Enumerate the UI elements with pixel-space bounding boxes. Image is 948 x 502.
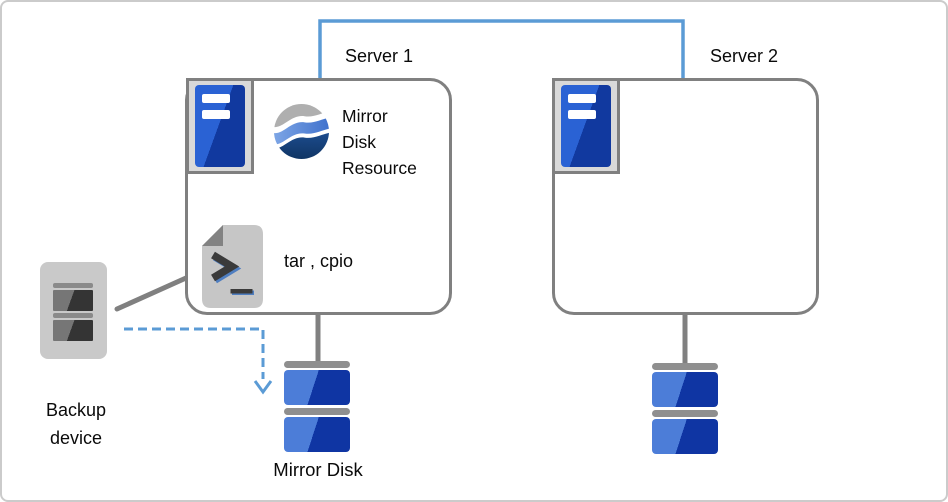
wave-blue-band [274,117,329,145]
server-slot [202,110,230,119]
backup-device-label-line2: device [49,428,103,448]
server-slot [568,110,596,119]
backup-device-label: Backup device [11,396,141,452]
server-slot [568,94,596,103]
script-fold-corner [202,225,223,246]
server-tower-icon [195,85,245,167]
disk-platter [652,419,718,454]
mirror-disk1-icon [284,361,350,455]
prompt-chevron [211,251,240,282]
server1-label: Server 1 [345,46,414,66]
server1-computer-icon [186,78,254,174]
backup-tools-label: tar , cpio [284,251,354,271]
mirror-disk-label: Mirror Disk [273,459,363,480]
shell-script-icon [202,225,263,308]
mirror-disk-resource-label-line1: Mirror [342,106,388,126]
server-interconnect-line [318,19,685,80]
mirror-disk-resource-label-line2: Disk [342,132,377,152]
backup-device-slot [53,320,93,341]
server2-computer-icon [552,78,620,174]
arrow-down-chevron-icon [253,380,273,395]
server2-label: Server 2 [710,46,779,66]
mirror-disk-resource-label: Mirror Disk Resource [342,103,417,181]
disk-cap [652,410,718,417]
mirror-disk2-icon [652,363,718,457]
backup-to-disk-dashed-line [124,327,265,379]
wave-navy-band [274,132,329,159]
backup-device-bar [53,283,93,288]
mirror-disk-resource-label-line3: Resource [342,158,417,178]
backup-device-slot [53,290,93,311]
backup-to-server1-line [114,275,189,312]
disk-platter [284,370,350,405]
backup-device-bar [53,313,93,318]
server-tower-icon [561,85,611,167]
backup-device-label-line1: Backup [45,400,107,420]
cursor-underscore [230,289,253,294]
disk-cap [284,408,350,415]
disk-cap [284,361,350,368]
mirror-disk-resource-icon [274,104,329,159]
backup-device-icon [40,262,107,359]
disk-platter [284,417,350,452]
server-slot [202,94,230,103]
disk-cap [652,363,718,370]
disk-platter [652,372,718,407]
